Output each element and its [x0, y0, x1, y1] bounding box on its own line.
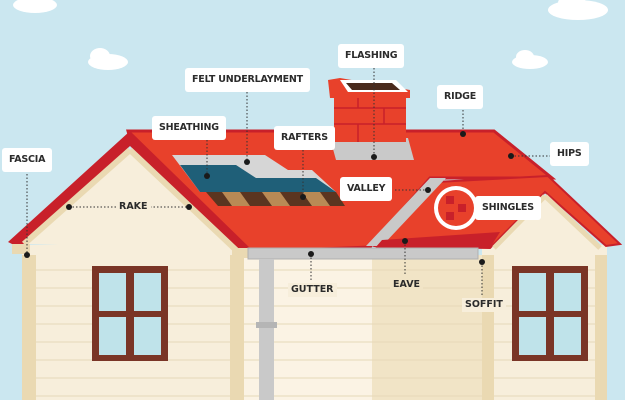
- label-flashing: FLASHING: [338, 44, 405, 68]
- right-gable-face: [494, 196, 600, 248]
- roof-layers-cutout: [172, 155, 345, 206]
- gutter: [247, 247, 479, 260]
- clouds: [13, 0, 608, 70]
- shingles-detail-icon: [434, 186, 478, 230]
- label-rafters: RAFTERS: [274, 126, 335, 150]
- label-valley: VALLEY: [340, 177, 393, 201]
- chimney: [328, 78, 414, 160]
- label-gutter: GUTTER: [288, 283, 337, 297]
- leader-dots: [24, 131, 514, 265]
- downpipe: [259, 259, 274, 400]
- label-ridge: RIDGE: [437, 85, 484, 109]
- label-sheathing: SHEATHING: [152, 116, 226, 140]
- right-window: [512, 266, 588, 361]
- leader-lines: [26, 68, 550, 295]
- label-shingles: SHINGLES: [475, 196, 541, 220]
- label-felt-underlayment: FELT UNDERLAYMENT: [185, 68, 310, 92]
- label-fascia: FASCIA: [2, 148, 53, 172]
- label-hips: HIPS: [550, 142, 589, 166]
- label-eave: EAVE: [390, 278, 424, 292]
- label-soffit: SOFFIT: [462, 298, 506, 312]
- left-window: [92, 266, 168, 361]
- label-rake: RAKE: [116, 200, 151, 214]
- valley-flashing: [366, 178, 446, 246]
